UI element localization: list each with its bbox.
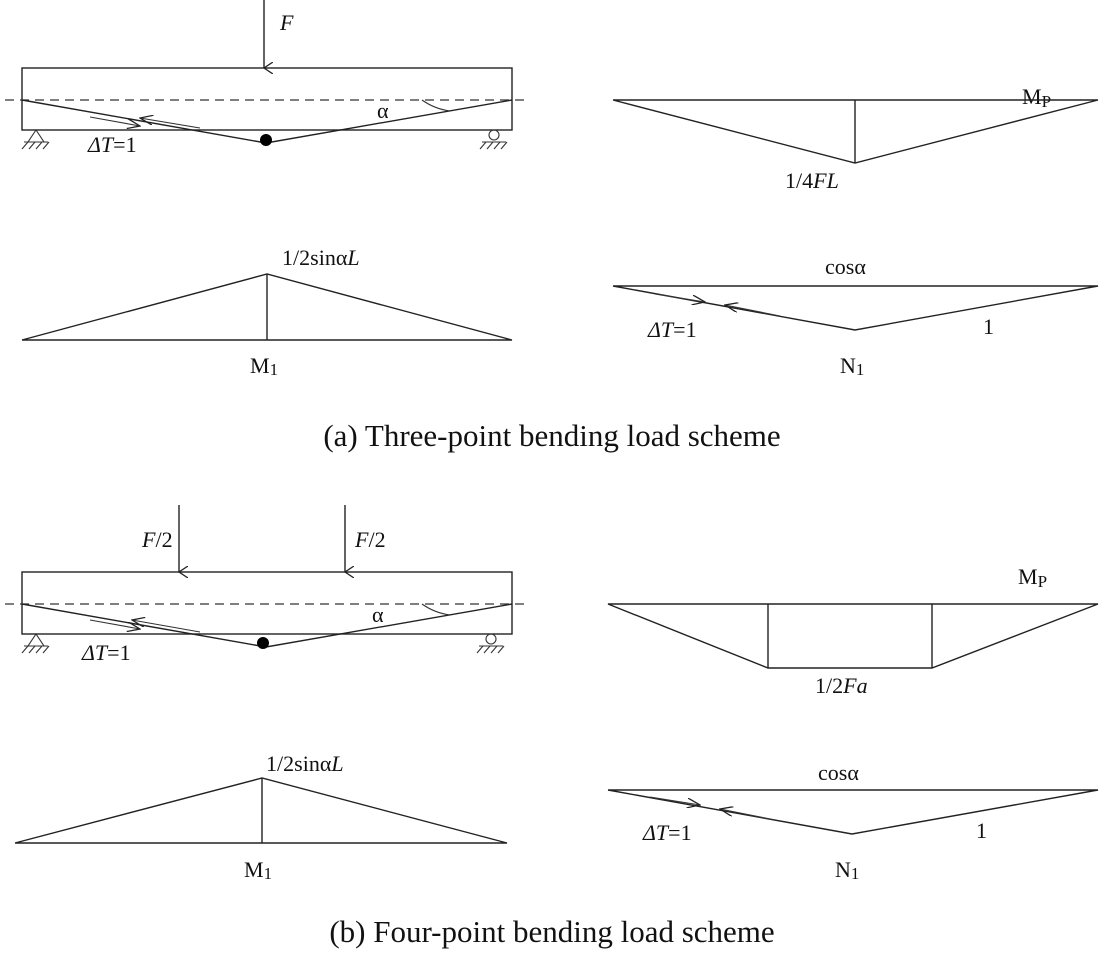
mp-trapezoid [607, 603, 1099, 669]
n1-title: N1 [840, 353, 864, 379]
n1-side-label: 1 [983, 314, 994, 339]
n1-arrow-left [720, 809, 776, 821]
n1-title-sub: 1 [851, 864, 860, 883]
tendon-arrow-right [89, 116, 140, 126]
beam-body [21, 67, 513, 131]
n1-diagram-a: cosα ΔT=1 1 N1 [612, 254, 1099, 379]
n1-title-main: N [835, 857, 851, 882]
m1-title-sub: 1 [264, 864, 273, 883]
mp-title-main: M [1018, 564, 1038, 589]
roller-support [476, 633, 505, 654]
n1-top-label: cosα [825, 254, 866, 279]
n1-title: N1 [835, 857, 859, 883]
panel-b: F/2 F/2 α ΔT=1 [5, 505, 1099, 949]
m1-title: M1 [244, 857, 272, 883]
tendon-arrow-right [89, 619, 140, 629]
n1-top-label: cosα [818, 760, 859, 785]
n1-title-main: N [840, 353, 856, 378]
n1-arrow-right [649, 796, 700, 805]
pin-support [21, 633, 50, 654]
mp-title: MP [1018, 564, 1047, 591]
caption-a: (a) Three-point bending load scheme [323, 418, 780, 453]
caption-b: (b) Four-point bending load scheme [329, 914, 774, 949]
n1-tendon-label: ΔT=1 [642, 820, 692, 845]
m1-diagram-b: 1/2sinαL M1 [14, 751, 508, 883]
mp-title-sub: P [1038, 572, 1047, 591]
m1-diagram-a: 1/2sinαL M1 [21, 245, 513, 379]
m1-peak-label: 1/2sinαL [266, 751, 344, 776]
n1-tendon-label-value: =1 [673, 317, 696, 342]
m1-triangle [14, 777, 508, 844]
mp-diagram-b: MP 1/2Fa [607, 564, 1099, 698]
angle-label: α [377, 98, 389, 123]
tendon-label-value: =1 [113, 132, 136, 157]
n1-diagram-b: cosα ΔT=1 1 N1 [607, 760, 1099, 883]
anchor-point [260, 134, 272, 146]
n1-tendon-label-delta-t: ΔT [647, 317, 675, 342]
n1-tendon-label-delta-t: ΔT [642, 820, 670, 845]
m1-title: M1 [250, 353, 278, 379]
n1-title-sub: 1 [856, 360, 865, 379]
tendon-label: ΔT=1 [87, 132, 137, 157]
m1-peak-label: 1/2sinαL [282, 245, 360, 270]
load-label-f: F [279, 10, 294, 35]
load-label-right: F/2 [354, 527, 386, 552]
n1-arrow-right [654, 293, 705, 302]
n1-side-label: 1 [976, 818, 987, 843]
angle-arc [421, 99, 450, 112]
n1-arrow-left [725, 305, 781, 317]
tendon-arrow-left [132, 620, 201, 633]
mp-diagram-a: MP 1/4FL [612, 84, 1099, 193]
anchor-point [257, 637, 269, 649]
angle-arc [421, 603, 450, 616]
n1-tendon-label: ΔT=1 [647, 317, 697, 342]
beam-diagram-a: F α ΔT=1 [5, 0, 530, 157]
m1-title-main: M [250, 353, 270, 378]
mp-title-main: M [1022, 84, 1042, 109]
mp-title-sub: P [1042, 92, 1051, 111]
roller-support [479, 129, 508, 150]
mp-value-label: 1/2Fa [815, 673, 868, 698]
n1-tendon-label-value: =1 [668, 820, 691, 845]
mp-title: MP [1022, 84, 1051, 111]
tendon-label-delta-t: ΔT [87, 132, 115, 157]
panel-a: F α ΔT=1 [5, 0, 1099, 453]
beam-body [21, 571, 513, 635]
tendon-arrow-left [140, 118, 201, 129]
mp-value-label: 1/4FL [785, 168, 839, 193]
m1-title-sub: 1 [270, 360, 279, 379]
load-label-left: F/2 [141, 527, 173, 552]
load-label-left-f: F/2 [141, 527, 173, 552]
beam-diagram-b: F/2 F/2 α ΔT=1 [5, 505, 530, 665]
tendon-label: ΔT=1 [81, 640, 131, 665]
tendon-label-delta-t: ΔT [81, 640, 109, 665]
load-label-right-f: F/2 [354, 527, 386, 552]
angle-label: α [372, 602, 384, 627]
pin-support [21, 129, 50, 150]
m1-title-main: M [244, 857, 264, 882]
tendon-label-value: =1 [107, 640, 130, 665]
